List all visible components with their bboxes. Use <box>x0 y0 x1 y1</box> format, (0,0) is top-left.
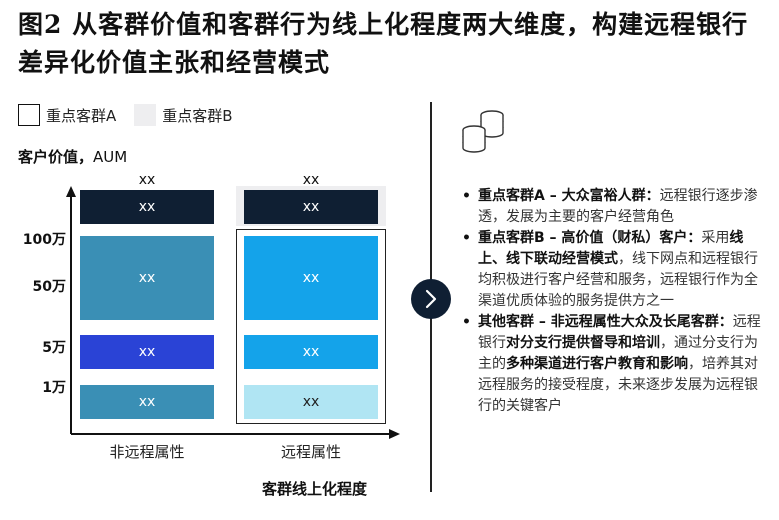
bullet-item-other: 其他客群 – 非远程属性大众及长尾客群：远程银行对分支行提供督导和培训，通过分支… <box>462 312 762 417</box>
legend: 重点客群A 重点客群B <box>18 104 233 126</box>
legend-label-b: 重点客群B <box>162 106 233 125</box>
y-tick-1w: 1万 <box>42 380 66 396</box>
y-axis-label-unit: AUM <box>93 148 128 166</box>
cell-col1-top: xx <box>80 190 214 224</box>
cell-col1-50w: xx <box>80 236 214 320</box>
legend-swatch-a <box>18 104 40 126</box>
y-axis-label: 客户价值，AUM <box>18 146 127 167</box>
cell-col2-5w: xx <box>244 335 378 369</box>
next-button[interactable] <box>411 279 451 319</box>
y-tick-50w: 50万 <box>32 279 66 295</box>
bullet-item-a: 重点客群A – 大众富裕人群：远程银行逐步渗透，发展为主要的客户经营角色 <box>462 186 762 228</box>
x-category-non-remote: 非远程属性 <box>109 443 185 461</box>
x-category-remote: 远程属性 <box>280 443 341 461</box>
cell-col2-1w: xx <box>244 385 378 419</box>
coin-stack-icon <box>462 110 504 153</box>
cell-col2-top: xx <box>244 190 378 224</box>
chevron-right-icon <box>425 289 437 309</box>
col1-top-label: xx <box>138 172 156 188</box>
x-axis-title: 客群线上化程度 <box>262 480 368 498</box>
cell-col1-5w: xx <box>80 335 214 369</box>
y-axis-arrow <box>66 186 76 197</box>
y-tick-100w: 100万 <box>22 232 66 248</box>
x-axis-arrow <box>389 429 400 439</box>
cell-col1-1w: xx <box>80 385 214 419</box>
y-axis-label-main: 客户价值， <box>18 148 94 166</box>
bullet-list: 重点客群A – 大众富裕人群：远程银行逐步渗透，发展为主要的客户经营角色 重点客… <box>462 186 762 417</box>
col2-top-label: xx <box>302 172 320 188</box>
group-a-frame <box>236 229 386 424</box>
cell-col2-50w: xx <box>244 236 378 320</box>
legend-swatch-b <box>134 104 157 126</box>
legend-label-a: 重点客群A <box>46 106 117 125</box>
y-tick-5w: 5万 <box>42 340 66 356</box>
bullet-item-b: 重点客群B – 高价值（财私）客户：采用线上、线下联动经营模式，线下网点和远程银… <box>462 228 762 312</box>
page-title: 图2 从客群价值和客群行为线上化程度两大维度，构建远程银行差异化价值主张和经营模… <box>18 10 749 77</box>
